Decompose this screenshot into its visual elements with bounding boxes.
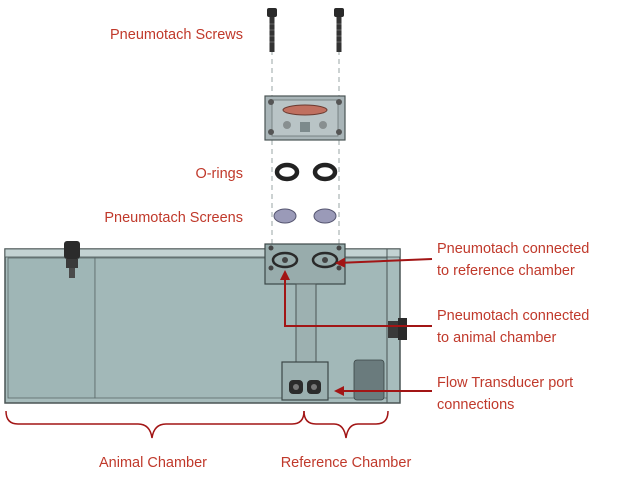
arrow-animal [280,270,432,327]
side-fitting [388,318,407,340]
label-pneumotach-screws: Pneumotach Screws [110,27,243,43]
animal-chamber-inner [7,257,96,399]
label-flow-line1: Flow Transducer port [437,375,573,391]
animal-chamber-brace [5,410,305,439]
pneumotach-screens [273,208,337,224]
labels: Pneumotach Screws O-rings Pneumotach Scr… [99,27,589,471]
screw-right [334,8,344,52]
label-flow-line2: connections [437,397,514,413]
screen-right [313,208,337,224]
label-reference-line2: to reference chamber [437,263,575,279]
reference-chamber-brace [303,410,389,439]
pneumotach-channel [295,283,317,363]
assembly-guide-lines [271,50,340,262]
arrow-reference [335,257,433,268]
label-reference-chamber: Reference Chamber [281,455,412,471]
callout-arrows [280,257,433,396]
pneumotach-block [264,95,346,141]
o-rings [274,162,338,182]
chamber-braces [5,410,389,439]
flow-transducer-ports [281,361,329,401]
label-pneumotach-screens: Pneumotach Screens [104,210,243,226]
chamber-assembly [4,241,407,404]
label-o-rings: O-rings [195,166,243,182]
screen-left [273,208,297,224]
o-ring-left [274,162,300,182]
label-animal-chamber: Animal Chamber [99,455,207,471]
screw-left [267,8,277,52]
label-animal-line2: to animal chamber [437,330,556,346]
mounted-pneumotach [264,243,346,285]
label-animal-line1: Pneumotach connected [437,308,589,324]
lid-fitting [64,241,80,278]
reference-port-panel [353,359,385,401]
pneumotach-screws [267,8,344,52]
label-reference-line1: Pneumotach connected [437,241,589,257]
o-ring-right [312,162,338,182]
